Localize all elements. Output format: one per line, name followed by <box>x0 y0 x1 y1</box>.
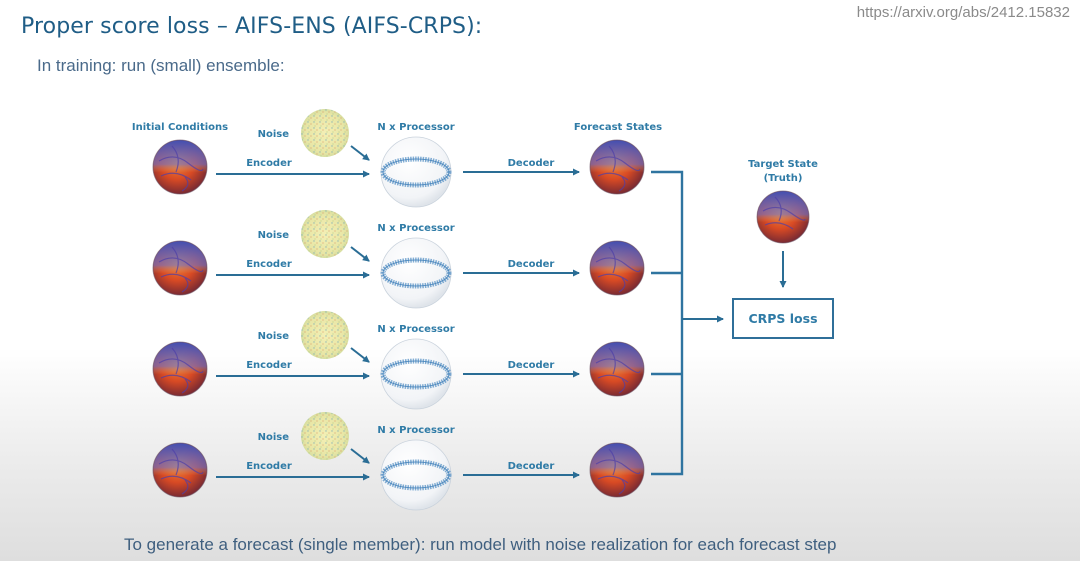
encoder-label: Encoder <box>246 158 292 169</box>
initial-conditions-globe <box>152 341 208 397</box>
decoder-label: Decoder <box>508 360 555 371</box>
slide-subtitle: In training: run (small) ensemble: <box>37 56 285 75</box>
decoder-label: Decoder <box>508 259 555 270</box>
forecast-state-globe <box>589 341 645 397</box>
noise-arrow <box>350 246 370 262</box>
processor-sphere-icon <box>380 439 452 511</box>
noise-field-icon <box>301 210 349 258</box>
slide-footer: To generate a forecast (single member): … <box>124 535 837 554</box>
processor-label: N x Processor <box>377 223 454 234</box>
initial-conditions-globe <box>152 139 208 195</box>
processor-sphere-icon <box>380 136 452 208</box>
encoder-label: Encoder <box>246 259 292 270</box>
noise-label: Noise <box>258 129 290 140</box>
processor-sphere-icon <box>380 237 452 309</box>
encoder-label: Encoder <box>246 461 292 472</box>
noise-label: Noise <box>258 331 290 342</box>
processor-label: N x Processor <box>377 122 454 133</box>
initial-conditions-globe <box>152 442 208 498</box>
noise-arrow <box>350 347 370 363</box>
header-target-state: Target State <box>748 159 818 170</box>
noise-arrow <box>350 448 370 464</box>
crps-loss-box: CRPS loss <box>732 298 834 339</box>
source-url: https://arxiv.org/abs/2412.15832 <box>856 4 1070 21</box>
forecast-state-globe <box>589 442 645 498</box>
crps-loss-label: CRPS loss <box>748 311 817 326</box>
processor-label: N x Processor <box>377 425 454 436</box>
header-initial-conditions: Initial Conditions <box>132 122 228 133</box>
decoder-label: Decoder <box>508 461 555 472</box>
header-target-truth: (Truth) <box>764 173 803 184</box>
forecast-state-globe <box>589 139 645 195</box>
processor-sphere-icon <box>380 338 452 410</box>
processor-label: N x Processor <box>377 324 454 335</box>
forecast-state-globe <box>589 240 645 296</box>
target-state-globe <box>756 190 810 244</box>
encoder-label: Encoder <box>246 360 292 371</box>
slide-title: Proper score loss – AIFS-ENS (AIFS-CRPS)… <box>21 14 483 39</box>
noise-field-icon <box>301 412 349 460</box>
noise-label: Noise <box>258 432 290 443</box>
decoder-label: Decoder <box>508 158 555 169</box>
noise-arrow <box>350 145 370 161</box>
initial-conditions-globe <box>152 240 208 296</box>
header-forecast-states: Forecast States <box>574 122 662 133</box>
noise-field-icon <box>301 311 349 359</box>
noise-field-icon <box>301 109 349 157</box>
noise-label: Noise <box>258 230 290 241</box>
forecast-collector-bracket <box>651 170 724 476</box>
